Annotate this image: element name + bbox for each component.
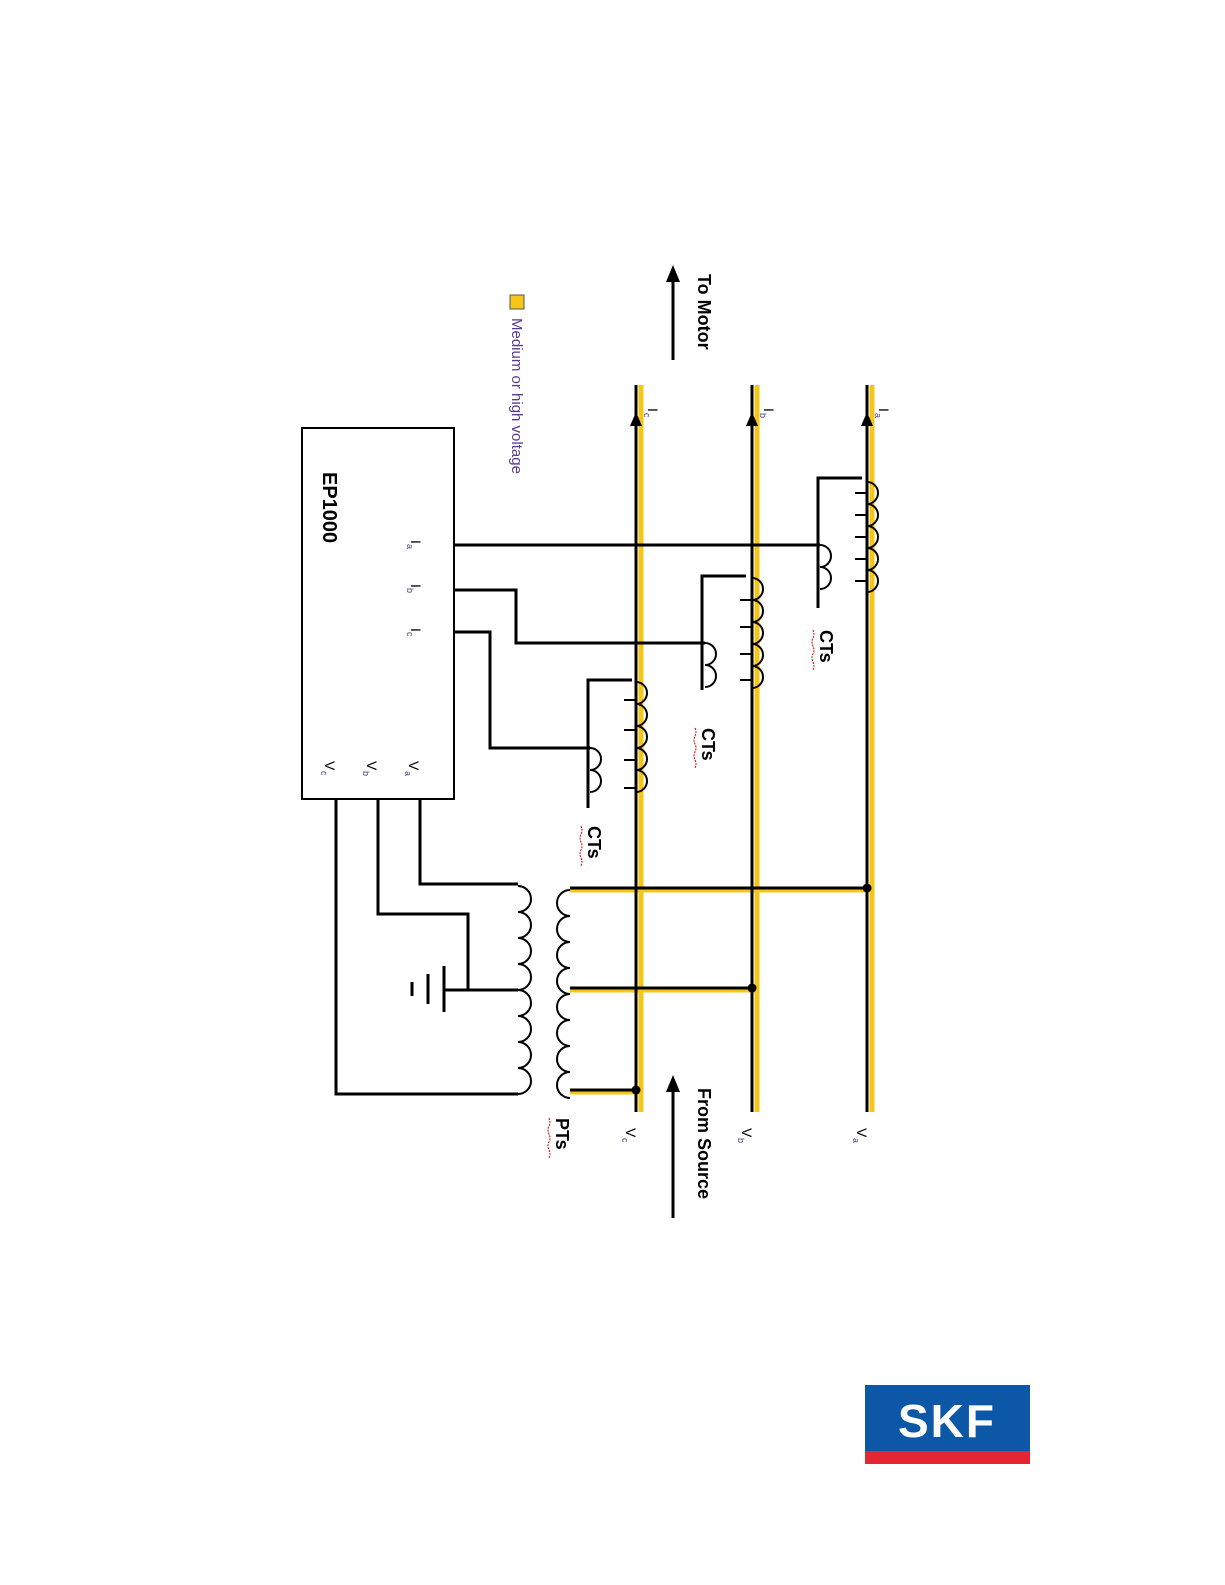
from-source-arrow [666, 1075, 680, 1218]
ct-phase-a [820, 482, 878, 592]
skf-logo-text: SKF [898, 1395, 996, 1447]
ct-phase-c [590, 682, 647, 792]
bus-label-vb: V b [736, 1128, 755, 1143]
svg-text:b: b [736, 1138, 746, 1143]
svg-text:V: V [364, 761, 380, 771]
svg-text:a: a [405, 544, 415, 549]
svg-text:I: I [761, 408, 777, 412]
svg-text:c: c [405, 632, 415, 637]
bus-label-ia: I a [873, 408, 892, 418]
bus-label-ic: I c [642, 408, 661, 418]
phase-buses [570, 385, 873, 1112]
svg-text:b: b [405, 588, 415, 593]
svg-text:c: c [319, 771, 329, 776]
svg-text:a: a [873, 413, 883, 418]
legend: Medium or high voltage [508, 295, 525, 474]
svg-text:a: a [403, 771, 413, 776]
svg-text:b: b [758, 413, 768, 418]
hv-conductors [570, 385, 872, 1112]
ground-icon [412, 966, 468, 1012]
ct-phase-b [705, 578, 763, 688]
legend-label: Medium or high voltage [508, 318, 525, 474]
svg-text:I: I [876, 408, 892, 412]
ct-label-c: CTs [580, 826, 604, 866]
to-motor-arrow [666, 265, 680, 360]
svg-text:PTs: PTs [552, 1118, 572, 1150]
pt-wiring [336, 799, 518, 1094]
svg-text:V: V [623, 1128, 639, 1138]
svg-text:V: V [854, 1128, 870, 1138]
svg-text:V: V [739, 1128, 755, 1138]
bus-label-va: V a [851, 1128, 870, 1143]
svg-text:a: a [851, 1138, 861, 1143]
to-motor-label: To Motor [694, 274, 714, 350]
svg-text:I: I [645, 408, 661, 412]
from-source-label: From Source [694, 1088, 714, 1199]
svg-text:c: c [620, 1138, 630, 1143]
ep1000-relay: EP1000 I a I b I c V a V b V c [302, 428, 454, 799]
bus-label-vc: V c [620, 1128, 639, 1143]
svg-text:CTs: CTs [698, 728, 718, 761]
ct-label-b: CTs [694, 728, 718, 768]
svg-text:CTs: CTs [584, 826, 604, 859]
skf-logo: SKF [865, 1385, 1030, 1464]
svg-text:c: c [642, 413, 652, 418]
pt-primary-coil [557, 890, 570, 1098]
bus-label-ib: I b [758, 408, 777, 418]
svg-text:V: V [322, 761, 338, 771]
svg-text:b: b [361, 771, 371, 776]
svg-text:CTs: CTs [816, 630, 836, 663]
svg-text:V: V [406, 761, 422, 771]
ct-label-a: CTs [812, 630, 836, 670]
pt-secondary-coil [518, 886, 531, 1094]
ct-wiring [454, 478, 862, 808]
ep1000-label: EP1000 [318, 472, 340, 543]
legend-swatch [510, 295, 524, 309]
pt-label: PTs [548, 1118, 572, 1158]
